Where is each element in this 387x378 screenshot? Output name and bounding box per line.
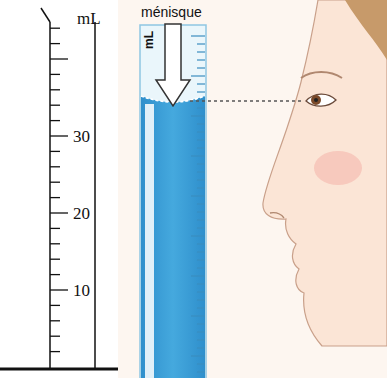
scale-tick (197, 371, 205, 372)
scale-tick (197, 179, 205, 180)
unit-label: mL (143, 31, 155, 49)
scale-number: 20 (73, 205, 90, 222)
scale-tick (50, 289, 68, 290)
scale-tick (50, 151, 60, 152)
scale-tick (197, 243, 205, 244)
scale-number: 30 (73, 128, 90, 145)
glass-reflection (145, 104, 154, 378)
scale-tick (191, 355, 205, 356)
scale-tick (197, 51, 205, 52)
scale-tick (197, 123, 205, 124)
scale-tick (197, 251, 205, 252)
scale-tick (197, 67, 205, 68)
scale-tick (197, 323, 205, 324)
eye (306, 94, 336, 106)
scale-tick (197, 259, 205, 260)
scale-tick (197, 147, 205, 148)
scale-tick (50, 43, 60, 44)
scale-tick (197, 171, 205, 172)
scale-tick (197, 163, 205, 164)
scale-tick (50, 305, 60, 306)
cylinder-glass (140, 25, 206, 378)
scale-tick (50, 320, 60, 321)
unit-label: mL (77, 10, 101, 27)
scale-tick (191, 75, 205, 76)
scale-tick (197, 187, 205, 188)
scale-tick (197, 211, 205, 212)
scale-tick (197, 307, 205, 308)
pointer-arrow (156, 24, 190, 106)
scale-tick (197, 347, 205, 348)
scale-tick (50, 182, 60, 183)
scale-tick (50, 351, 60, 352)
scale-tick (197, 283, 205, 284)
scale-tick (50, 274, 60, 275)
scale-tick (197, 291, 205, 292)
scale-tick (197, 227, 205, 228)
scale-tick (197, 139, 205, 140)
scale-tick (50, 243, 60, 244)
scale-tick (191, 35, 205, 36)
scale-tick (191, 155, 205, 156)
scale-tick (191, 315, 205, 316)
scale-tick (197, 299, 205, 300)
scale-tick (197, 131, 205, 132)
scale-tick (50, 105, 60, 106)
scale-tick (197, 267, 205, 268)
liquid (141, 96, 205, 378)
scale-tick (197, 91, 205, 92)
scale-tick (50, 197, 60, 198)
scale-number: 10 (73, 282, 90, 299)
scale-tick (50, 228, 60, 229)
pupil (314, 98, 318, 102)
scale-tick (191, 235, 205, 236)
scale-tick (191, 195, 205, 196)
nostril (270, 213, 284, 218)
scale-tick (197, 107, 205, 108)
scale-tick (50, 212, 68, 213)
scale-tick (197, 331, 205, 332)
scale-tick (50, 336, 60, 337)
scale-tick (50, 166, 60, 167)
graduated-cylinder (0, 8, 120, 369)
iris (311, 95, 321, 105)
sight-line (190, 100, 303, 101)
scale-tick (50, 135, 68, 136)
scale-tick (50, 259, 60, 260)
eyebrow (301, 72, 342, 78)
scale-tick (191, 115, 205, 116)
scale-tick (197, 363, 205, 364)
face-profile (263, 0, 387, 346)
scale-tick (197, 203, 205, 204)
scale-tick (197, 59, 205, 60)
scale-tick (197, 43, 205, 44)
scale-tick (50, 120, 60, 121)
scale-tick (191, 275, 205, 276)
scale-tick (50, 89, 60, 90)
scale-tick (197, 83, 205, 84)
scale-tick (50, 58, 68, 59)
cheek-blush (314, 151, 362, 185)
scale-tick (50, 28, 60, 29)
scale-tick (197, 219, 205, 220)
meniscus-label: ménisque (141, 5, 202, 19)
scale-tick (197, 339, 205, 340)
hair (345, 0, 387, 60)
scale-tick (50, 74, 60, 75)
